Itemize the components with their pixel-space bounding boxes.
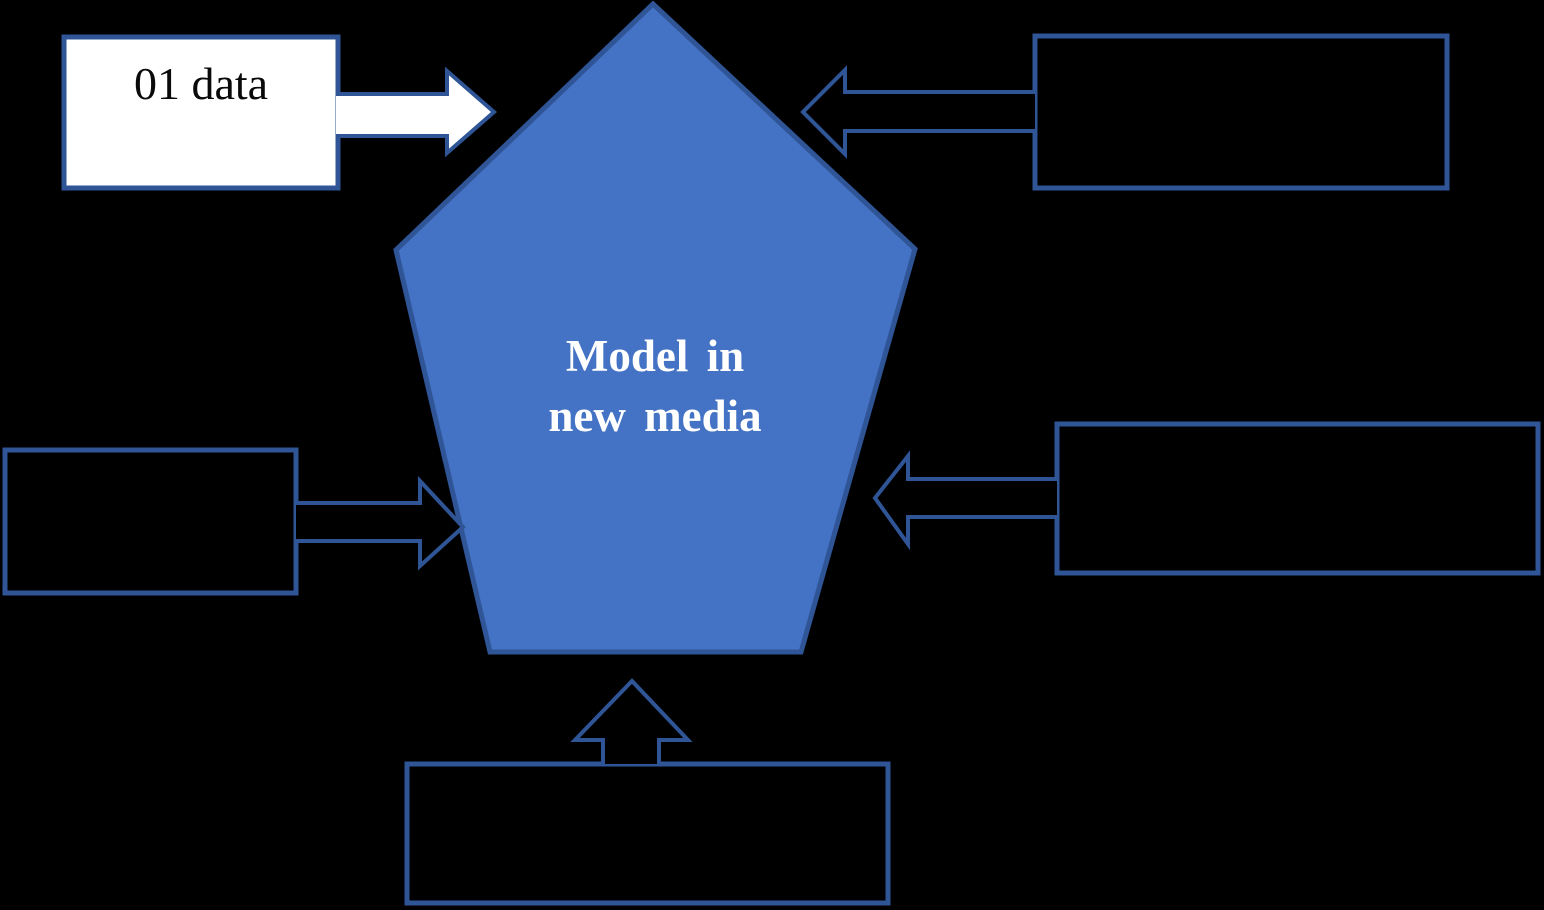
arrow-top-left-to-pentagon-icon — [336, 66, 498, 158]
arrow-middle-right-to-pentagon-icon — [872, 450, 1057, 551]
box-top-left — [61, 34, 341, 191]
arrow-top-right-to-pentagon-icon — [800, 65, 1035, 159]
box-middle-right — [1054, 421, 1541, 576]
pentagon-model-shape — [393, 0, 918, 655]
box-middle-left — [2, 447, 299, 596]
box-bottom — [404, 761, 891, 906]
box-top-right — [1032, 33, 1450, 191]
arrow-bottom-to-pentagon-icon — [570, 678, 693, 764]
arrow-middle-left-to-pentagon-icon — [296, 475, 466, 571]
